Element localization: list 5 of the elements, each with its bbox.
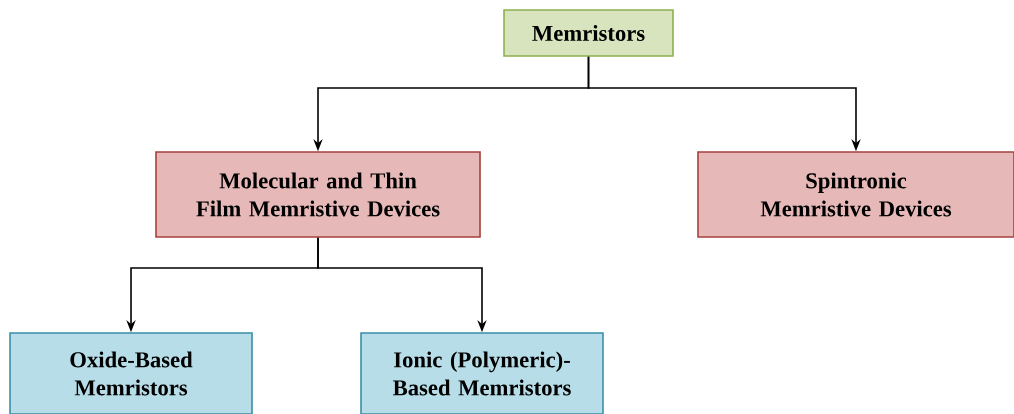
category-box: Memristors — [503, 9, 674, 57]
category-box: Oxide-Based Memristors — [9, 332, 253, 414]
category-box: Molecular and Thin Film Memristive Devices — [155, 151, 481, 238]
category-box: Ionic (Polymeric)-Based Memristors — [360, 332, 604, 414]
category-box: Spintronic Memristive Devices — [697, 151, 1014, 238]
